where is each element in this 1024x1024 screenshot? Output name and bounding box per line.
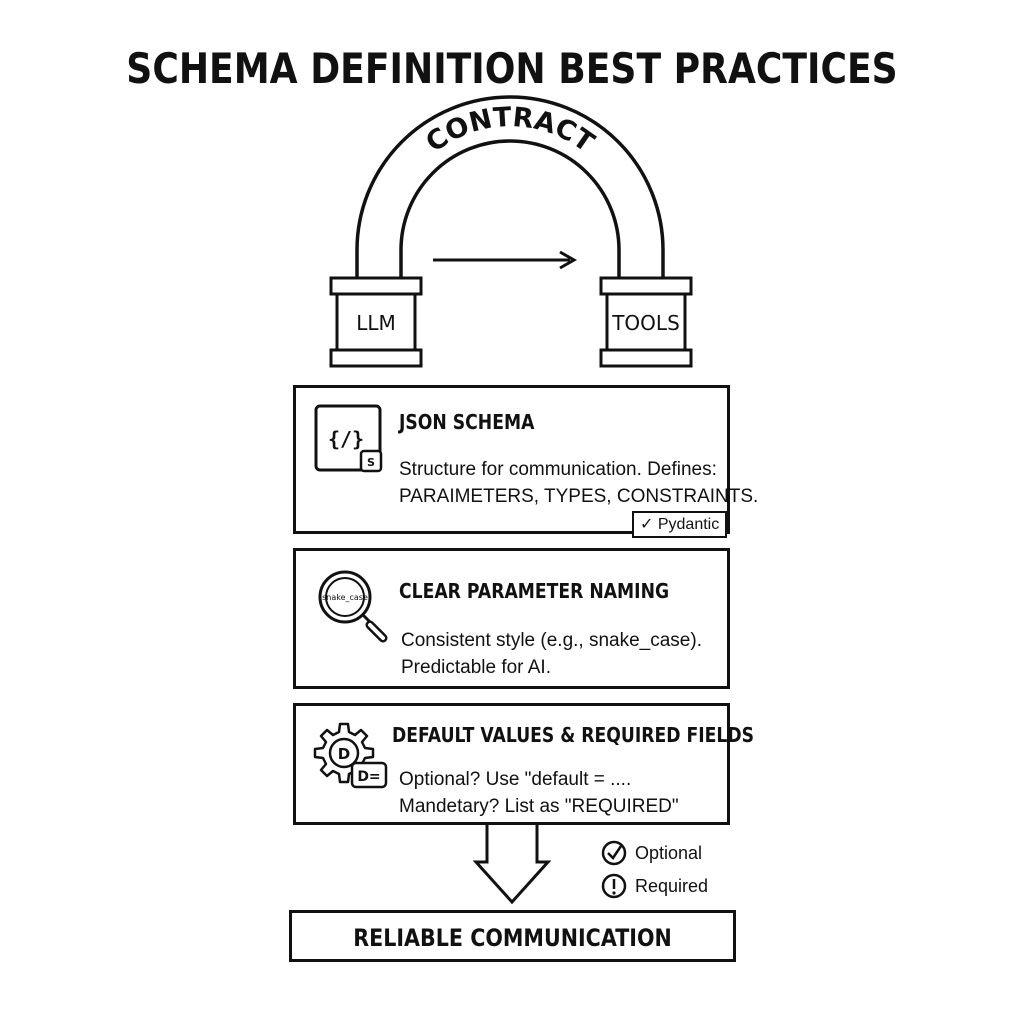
check-circle-icon	[601, 840, 627, 866]
card-default-values: D D= DEFAULT VALUES & REQUIRED FIELDS Op…	[293, 703, 754, 825]
pillar-label-tools: TOOLS	[611, 311, 680, 335]
result-box: RELIABLE COMMUNICATION	[289, 910, 736, 962]
arch-outer	[355, 95, 665, 278]
card-text-line2: Mandetary? List as "REQUIRED"	[399, 796, 679, 817]
card-text-line1: Structure for communication. Defines:	[399, 459, 717, 480]
card-json-schema: {/} S JSON SCHEMA Structure for communic…	[293, 385, 758, 538]
result-label: RELIABLE COMMUNICATION	[353, 924, 672, 952]
pillar-tools: TOOLS	[599, 276, 693, 368]
page-title: SCHEMA DEFINITION BEST PRACTICES	[126, 44, 898, 93]
card-parameter-naming: snake_case CLEAR PARAMETER NAMING Consis…	[293, 548, 730, 689]
code-file-icon: {/} S	[314, 404, 383, 473]
card-text-line1: Optional? Use "default = ....	[399, 769, 632, 790]
arrow-head	[559, 250, 578, 270]
card-title: DEFAULT VALUES & REQUIRED FIELDS	[392, 723, 755, 747]
card-title: JSON SCHEMA	[399, 410, 535, 434]
arch-inner	[399, 139, 621, 278]
svg-text:snake_case: snake_case	[322, 593, 368, 602]
pydantic-badge: ✓ Pydantic	[632, 511, 728, 538]
card-text-line2: PARAIMETERS, TYPES, CONSTRAINTS.	[399, 486, 759, 507]
legend-required: Required	[635, 876, 709, 896]
legend-optional: Optional	[635, 843, 703, 863]
card-text-line1: Consistent style (e.g., snake_case).	[401, 630, 702, 651]
exclamation-circle-icon	[601, 873, 627, 899]
pillar-label-llm: LLM	[356, 311, 396, 335]
svg-text:{/}: {/}	[328, 427, 364, 451]
card-title: CLEAR PARAMETER NAMING	[399, 579, 670, 603]
svg-text:S: S	[367, 456, 375, 469]
pillar-llm: LLM	[329, 276, 423, 368]
down-arrow	[472, 825, 552, 905]
svg-text:D: D	[338, 745, 350, 763]
magnifier-icon: snake_case	[318, 570, 388, 643]
card-text-line2: Predictable for AI.	[401, 657, 551, 678]
svg-text:D=: D=	[357, 769, 380, 785]
gear-icon: D D=	[313, 722, 388, 789]
